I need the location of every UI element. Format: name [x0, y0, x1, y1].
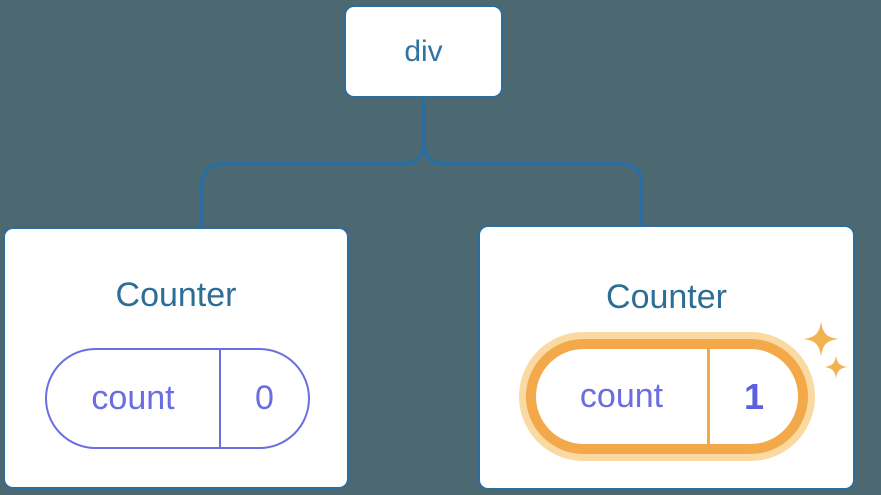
counter-title: Counter	[115, 276, 237, 314]
state-value: 1	[743, 375, 765, 417]
state-key-label: count	[579, 377, 664, 415]
counter-card-left: Counter count 0	[3, 227, 349, 489]
state-value: 0	[255, 379, 274, 417]
connector-left-branch	[200, 97, 426, 228]
state-pill: count 0	[45, 348, 310, 449]
counter-title: Counter	[606, 278, 727, 316]
sparkle-large-icon	[803, 321, 839, 357]
root-node-label: div	[404, 34, 443, 68]
sparkle-icon	[803, 321, 848, 379]
pill-divider	[219, 350, 221, 447]
state-key-label: count	[91, 379, 175, 417]
connector-right-branch	[422, 97, 644, 226]
counter-card-right: Counter count 1	[478, 225, 855, 490]
sparkle-small-icon	[824, 355, 848, 379]
state-pill-highlighted: count 1	[526, 339, 808, 454]
root-node-div: div	[344, 5, 503, 98]
pill-divider	[707, 349, 710, 444]
